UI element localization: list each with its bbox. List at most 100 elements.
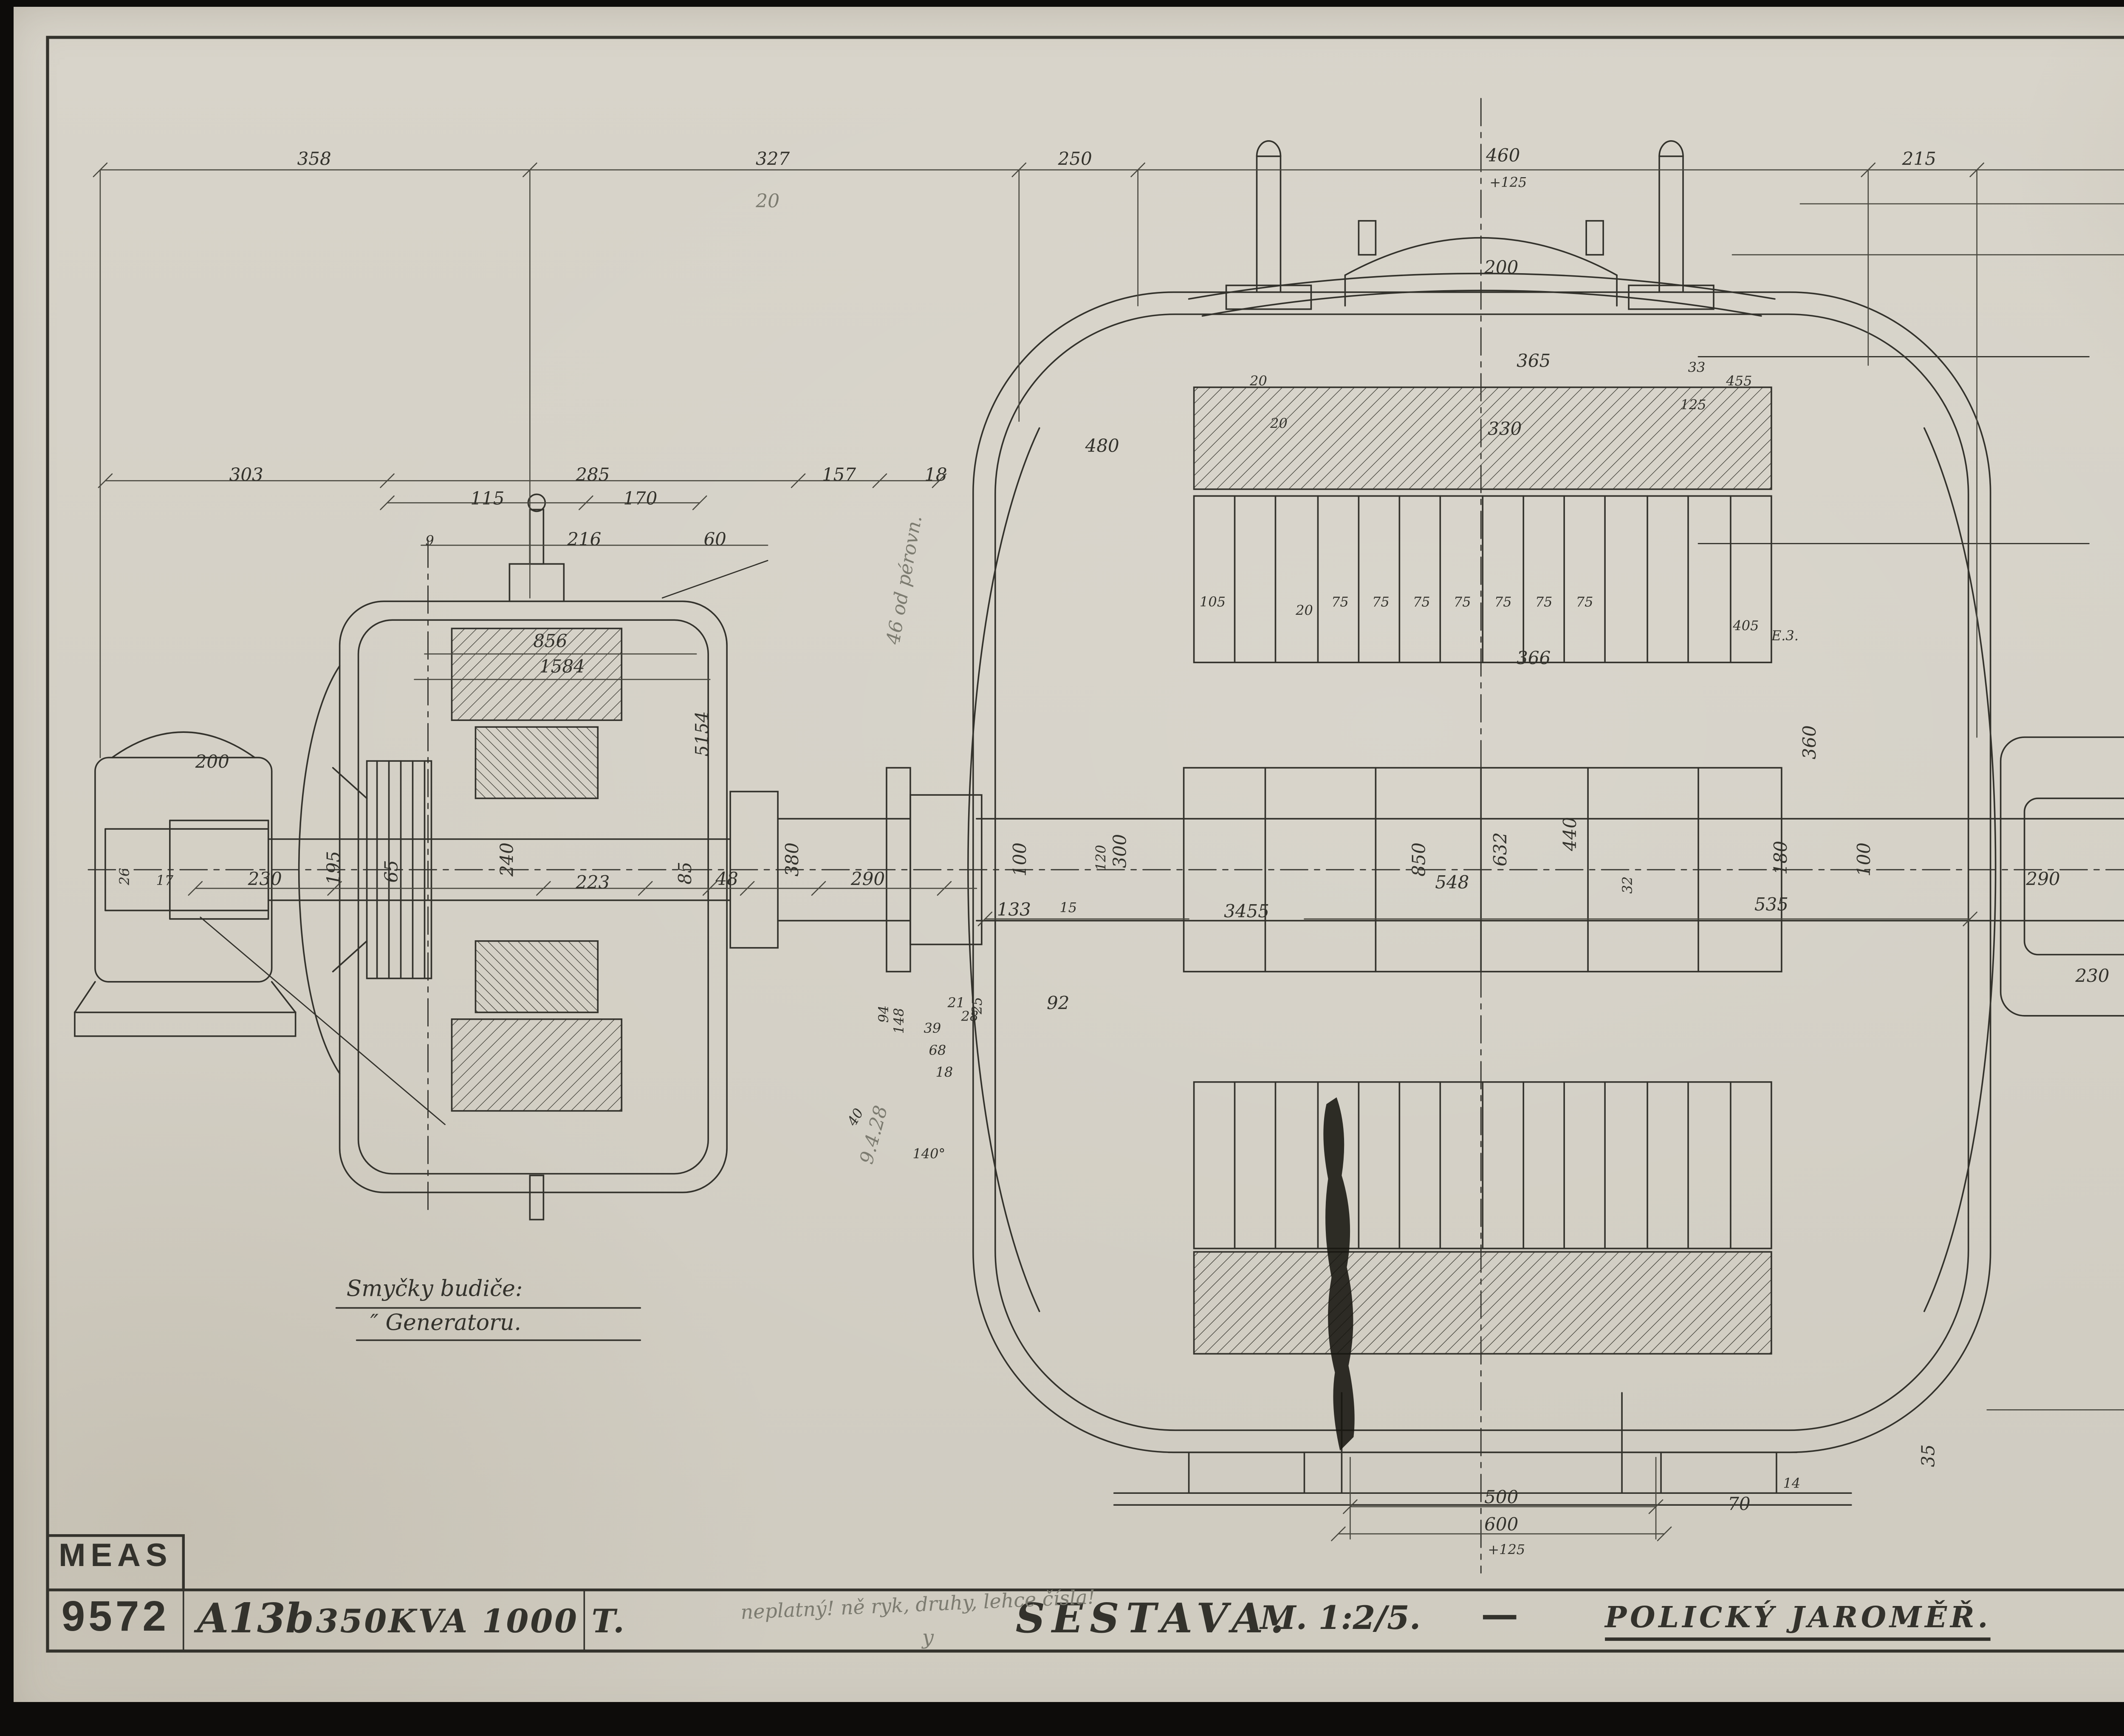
dim-label: 455 (1726, 373, 1752, 389)
dim-label: 240 (496, 843, 517, 877)
dim-label: 300 (1110, 834, 1130, 868)
dim-label: 75 (1454, 594, 1471, 610)
drawing-title: SESTAVA. (1015, 1593, 1291, 1643)
top-bracket (1344, 220, 1618, 307)
dim-label: 303 (229, 464, 263, 485)
dim-label: 60 (703, 529, 726, 549)
dim-label: 20 (1270, 415, 1288, 431)
dim-label: 365 (1517, 351, 1551, 371)
dim-label: 70 (1728, 1493, 1750, 1514)
dim-label: 105 (1200, 594, 1226, 610)
dim-label: 35 (1918, 1445, 1939, 1467)
dim-label: 115 (470, 488, 504, 509)
dim-label: 20 (1249, 373, 1267, 389)
dim-label: 20 (1295, 602, 1313, 618)
centerlines (88, 98, 2124, 1574)
ink-stain (1323, 1097, 1355, 1451)
inner-bearing-left (886, 767, 983, 973)
dim-label: 14 (1783, 1475, 1801, 1491)
legend-exciter-loops: Smyčky budiče: (346, 1277, 523, 1303)
dim-label: 360 (1799, 725, 1820, 759)
dim-label: 18 (936, 1064, 953, 1080)
scan-edge-left (0, 0, 14, 1736)
dim-label: 68 (929, 1042, 946, 1058)
dim-label: 535 (1754, 894, 1788, 915)
dim-label: 230 (2075, 965, 2109, 986)
dim-label: 216 (567, 529, 601, 549)
separator-dash: — (1481, 1593, 1519, 1638)
dim-label: 5154 (692, 711, 712, 757)
dim-label: 215 (1902, 148, 1936, 169)
manufacturer-location: POLICKÝ JAROMĚŘ. (1605, 1602, 1991, 1641)
drawing-number: 9572 (61, 1593, 170, 1641)
dim-label: 100 (1009, 843, 1030, 876)
dim-label: 75 (1535, 594, 1553, 610)
dim-label: 21 (947, 995, 965, 1011)
dim-label: 26 (116, 868, 133, 886)
lifting-pin-right (1628, 140, 1714, 310)
dim-label: 157 (822, 464, 856, 485)
dim-label: 25 (969, 997, 985, 1015)
title-strip-lines (46, 1534, 2124, 1652)
dim-label: 92 (1047, 992, 1069, 1013)
dim-label: 75 (1576, 594, 1593, 610)
base-feet (1113, 1392, 1852, 1506)
dim-label: 17 (156, 872, 173, 888)
dim-label: 200 (195, 751, 229, 772)
dim-label: 46 od pérovn. (882, 514, 926, 646)
border-frame (46, 36, 2124, 1653)
legend-generator-loops: ″ Generatoru. (370, 1311, 521, 1337)
stator-bottom (1193, 1081, 1772, 1355)
shaft (105, 791, 1991, 949)
dim-label: 65 (381, 860, 402, 882)
dim-label: 33 (1688, 359, 1706, 376)
dim-label: 18 (924, 464, 947, 485)
maker-name: MEAS (59, 1539, 172, 1575)
dim-label: 290 (2026, 868, 2060, 889)
dim-label: 330 (1488, 418, 1522, 439)
type-code: A13b (197, 1593, 314, 1643)
dim-label: 15 (1059, 899, 1077, 916)
dim-label: 39 (924, 1020, 941, 1036)
scan-edge-top (0, 0, 2124, 7)
dim-label: 20 (755, 190, 780, 212)
dimension-lines (93, 162, 2124, 1541)
dim-label: 480 (1085, 435, 1119, 456)
dim-label: 327 (756, 148, 790, 169)
rotor (1183, 767, 1782, 973)
dim-label: 180 (1770, 841, 1791, 875)
dim-label: 460 (1486, 145, 1520, 166)
dim-label: 200 (1484, 257, 1518, 278)
dim-label: 140° (912, 1146, 945, 1162)
dim-label: 358 (297, 148, 331, 169)
exciter-assembly (298, 493, 728, 1221)
dim-label: 600 (1484, 1514, 1518, 1535)
dim-label: 133 (997, 899, 1031, 920)
dim-label: 85 (675, 862, 695, 884)
drawing-scale: M. 1:2/5. (1260, 1600, 1421, 1638)
dim-label: 195 (323, 851, 344, 885)
dim-label: 75 (1494, 594, 1512, 610)
dim-label: 290 (850, 868, 885, 889)
dim-label: 285 (575, 464, 610, 485)
dim-label: 32 (1619, 876, 1635, 894)
dim-label: 380 (782, 843, 802, 876)
dim-label: 75 (1331, 594, 1349, 610)
dim-label: 850 (1408, 843, 1429, 876)
dim-label: 48 (715, 868, 738, 889)
dim-label: 28 (961, 1008, 979, 1024)
dim-label: 230 (248, 868, 282, 889)
dim-label: 3455 (1224, 901, 1269, 922)
dim-label: 9 (425, 532, 434, 549)
dim-label: 94 (876, 1005, 892, 1023)
dim-label: 1584 (539, 656, 585, 677)
dim-label: +125 (1488, 1541, 1525, 1558)
dim-label: 632 (1490, 832, 1511, 866)
leader-lines (200, 356, 2090, 1125)
dim-label: 148 (891, 1008, 907, 1034)
dim-label: 75 (1372, 594, 1390, 610)
dim-label: 500 (1484, 1487, 1518, 1507)
dim-label: 548 (1435, 872, 1469, 893)
machine-rating: 350KVA 1000 T. (316, 1603, 626, 1641)
